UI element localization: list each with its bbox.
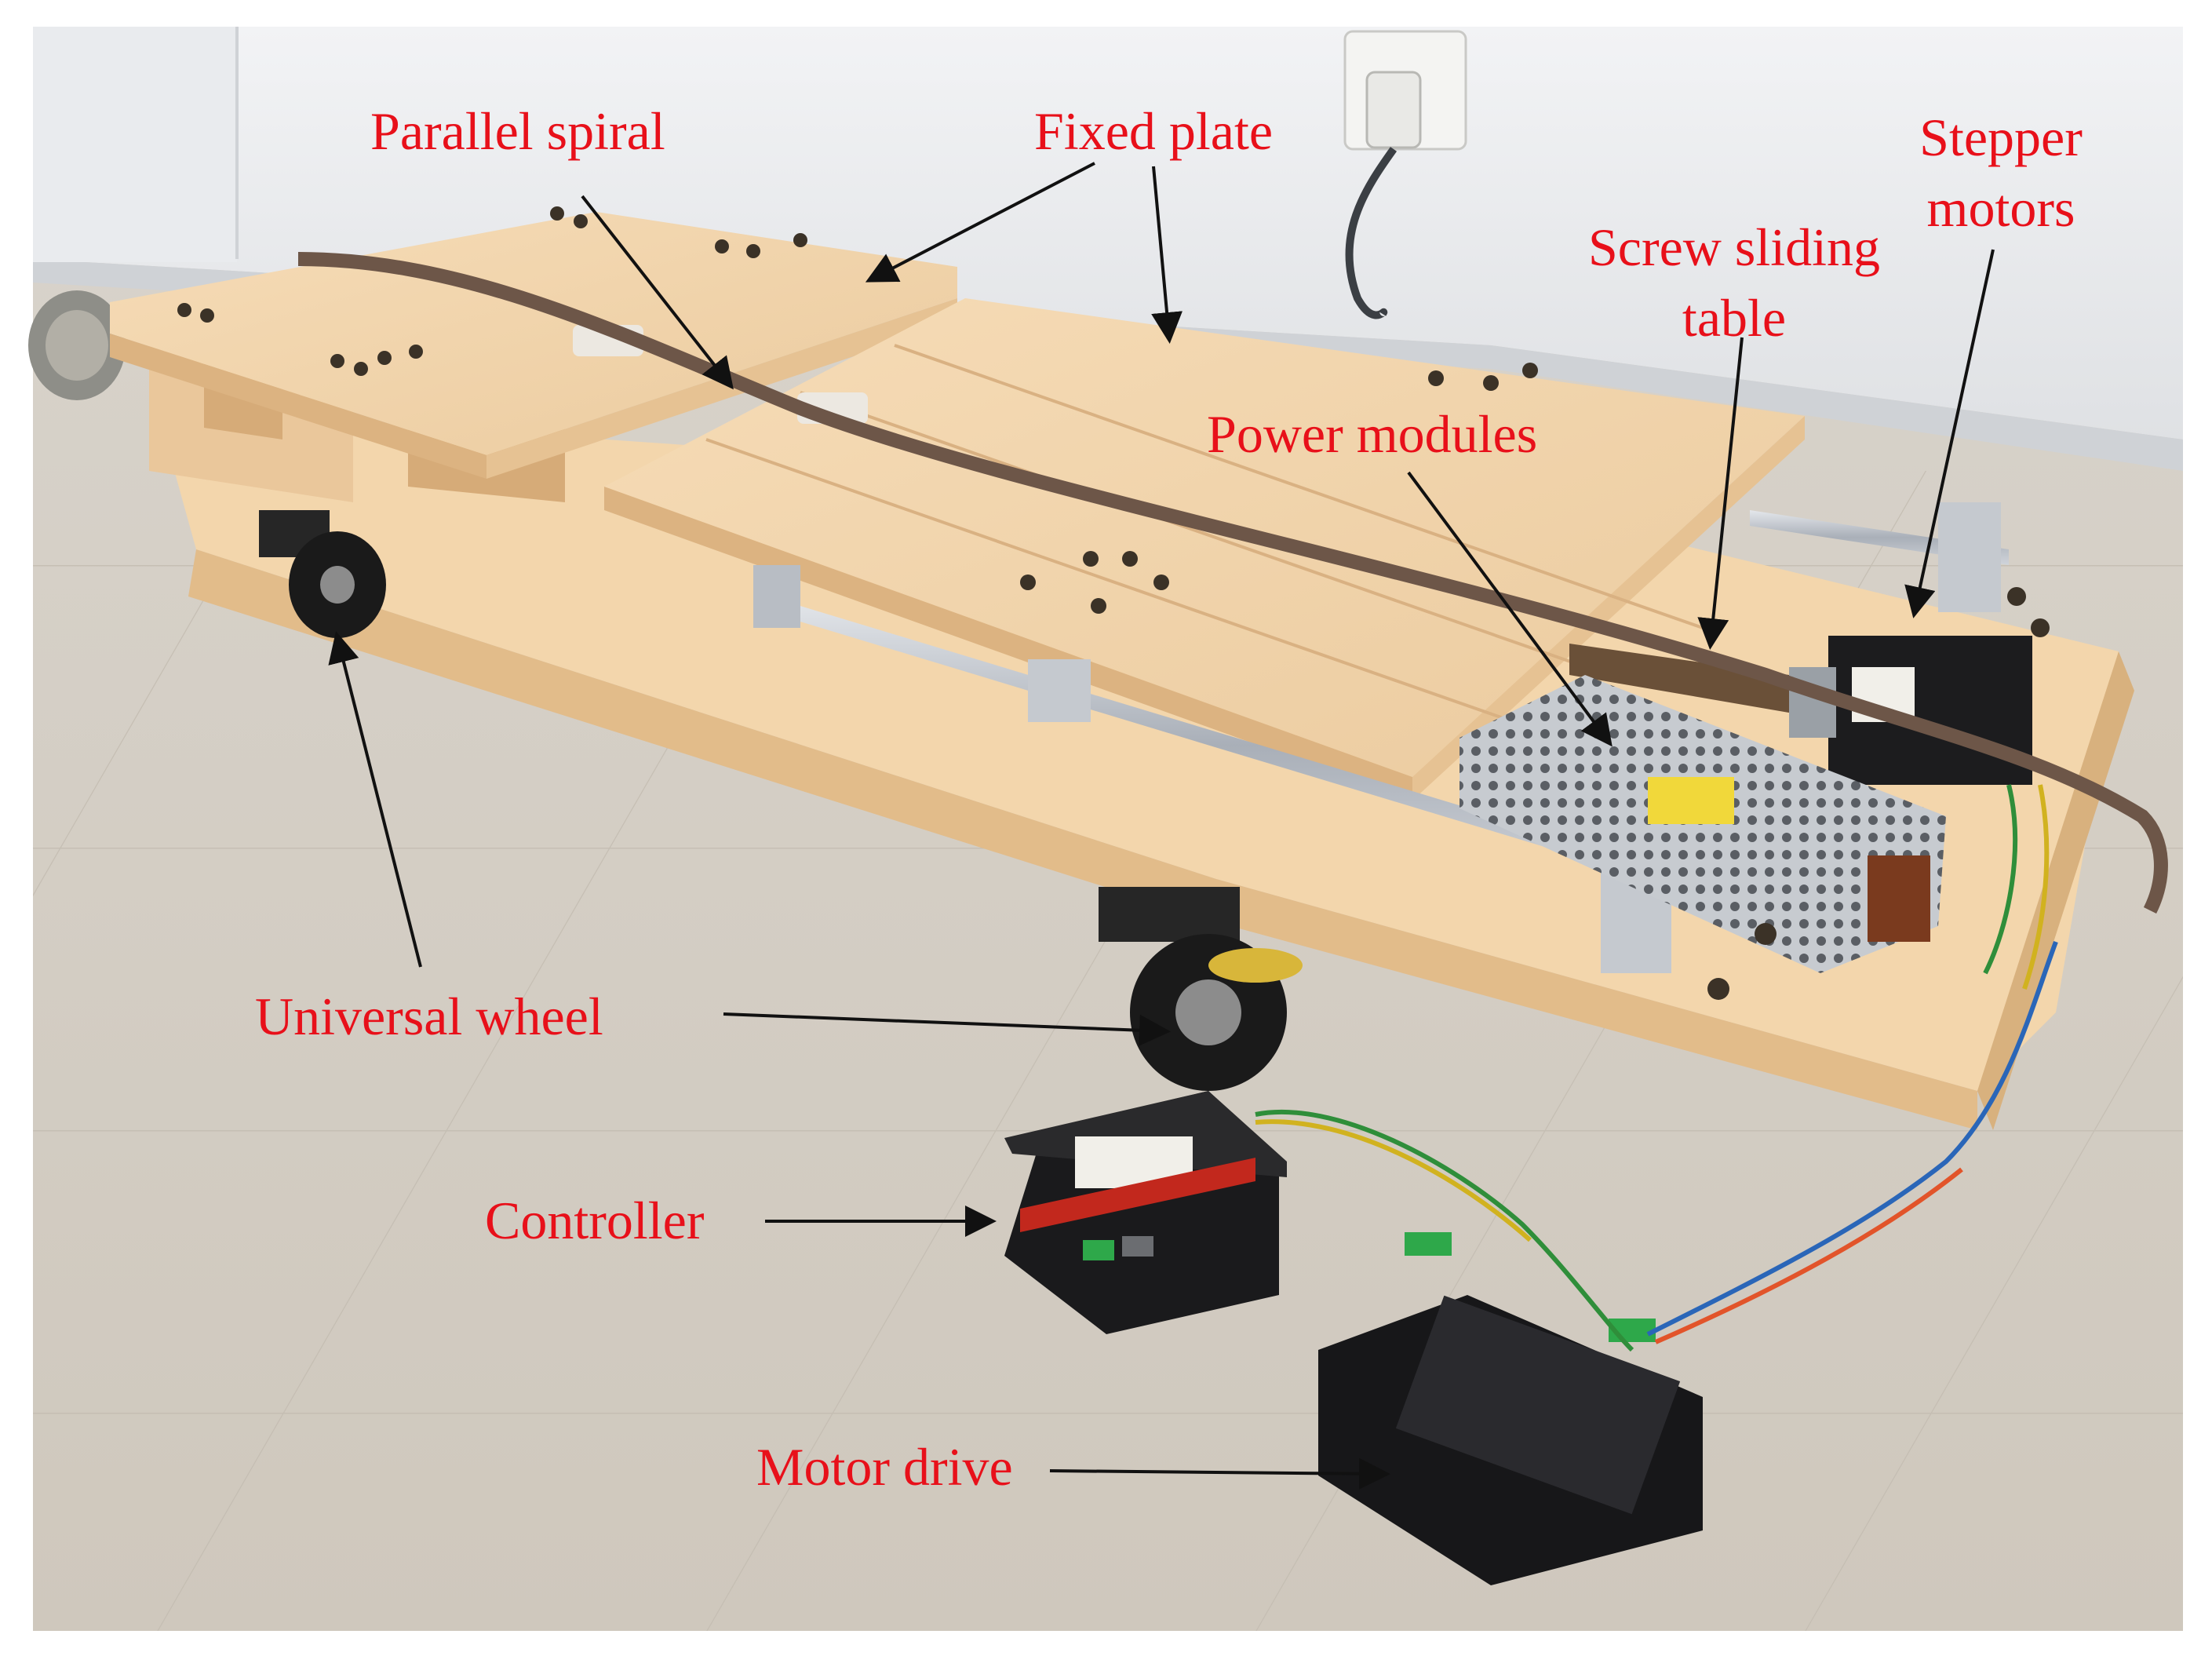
parallel-spiral-label: Parallel spiral — [370, 101, 665, 161]
screw-sliding-table-label: Screw sliding table — [1587, 217, 1881, 348]
arrow-screw-sliding-table — [1697, 337, 1744, 650]
controller-label: Controller — [485, 1191, 705, 1250]
arrow-universal-wheel-center — [723, 1012, 1171, 1046]
arrow-power-modules — [1407, 471, 1613, 747]
fixed-plate-label: Fixed plate — [1034, 101, 1274, 161]
right-fixed-plate — [604, 298, 1805, 801]
universal-wheel-label: Universal wheel — [255, 987, 603, 1046]
annotation-arrows — [328, 162, 1995, 1490]
left-fixed-plate — [110, 212, 957, 502]
universal-wheel-left — [259, 510, 386, 638]
parallel-spiral — [297, 252, 2168, 914]
screw-sliding-table — [1569, 644, 1844, 722]
motor-drive-label: Motor drive — [756, 1437, 1013, 1497]
stepper-motors-label: Stepper motors — [1919, 108, 2083, 238]
arrow-universal-wheel-left — [328, 631, 422, 968]
arrow-motor-drive — [1049, 1457, 1390, 1490]
fastener-nuts — [177, 206, 2050, 1000]
universal-wheel-center — [1099, 887, 1303, 1091]
power-modules-label: Power modules — [1207, 404, 1538, 464]
coiled-hose — [28, 290, 126, 400]
arrow-stepper-motors — [1904, 249, 1995, 618]
arrow-parallel-spiral — [581, 195, 734, 390]
motor-drive-box — [1318, 1232, 1703, 1585]
wiring — [1255, 784, 2058, 1352]
arrow-fixed-plate-left — [865, 162, 1095, 283]
controller-box — [1004, 1091, 1287, 1334]
wall-socket — [1343, 30, 1467, 319]
arrow-fixed-plate-right — [1151, 166, 1183, 344]
power-module — [1459, 675, 1946, 973]
